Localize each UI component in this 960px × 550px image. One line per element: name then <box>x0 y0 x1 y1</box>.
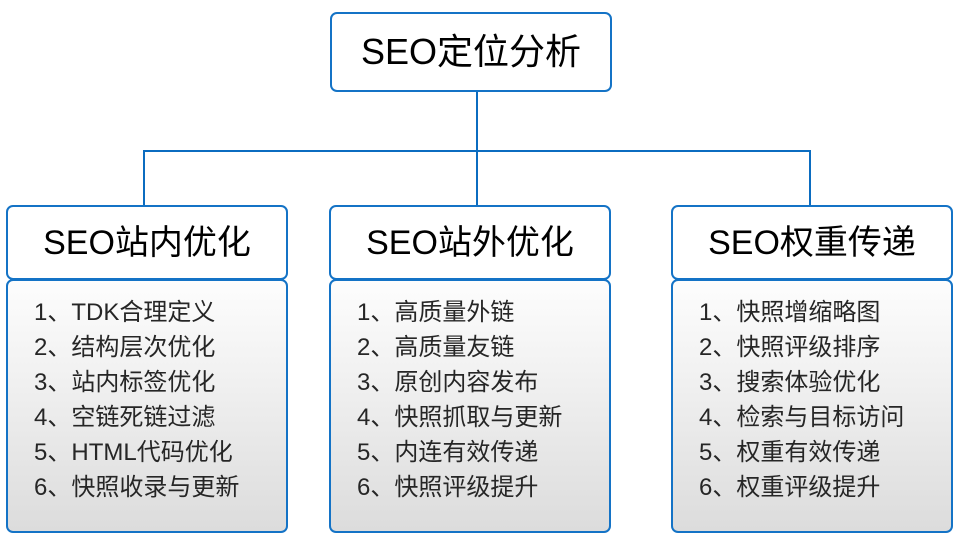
branch-item-list-3: 1、 快照增缩略图 2、 快照评级排序 3、 搜索体验优化 4、 检索与目标访问… <box>673 295 951 505</box>
branch-header-title-1: SEO站内优化 <box>43 223 251 262</box>
list-item-label: 权重评级提升 <box>736 474 881 501</box>
list-item-index: 2、 <box>699 334 737 361</box>
list-item-index: 1、 <box>699 299 737 326</box>
list-item-label: 快照增缩略图 <box>736 299 881 326</box>
list-item-index: 3、 <box>34 369 72 396</box>
list-item: 6、 权重评级提升 <box>699 470 951 505</box>
list-item-index: 5、 <box>34 439 72 466</box>
list-item-index: 1、 <box>34 299 72 326</box>
connector-branch-3-down <box>809 150 811 206</box>
list-item-index: 4、 <box>699 404 737 431</box>
list-item: 1、 快照增缩略图 <box>699 295 951 330</box>
list-item-label: 快照抓取与更新 <box>394 404 563 431</box>
list-item-label: 检索与目标访问 <box>736 404 905 431</box>
list-item-label: 快照评级提升 <box>394 474 539 501</box>
branch-header-title-2: SEO站外优化 <box>366 223 574 262</box>
list-item-index: 5、 <box>699 439 737 466</box>
list-item-label: 内连有效传递 <box>394 439 539 466</box>
list-item-index: 2、 <box>357 334 395 361</box>
branch-column-1: SEO站内优化 1、 TDK合理定义 2、 结构层次优化 3、 站内标签优化 4… <box>6 205 288 533</box>
list-item: 2、 快照评级排序 <box>699 330 951 365</box>
list-item: 3、 站内标签优化 <box>34 365 286 400</box>
branch-body-3: 1、 快照增缩略图 2、 快照评级排序 3、 搜索体验优化 4、 检索与目标访问… <box>671 279 953 533</box>
list-item-index: 5、 <box>357 439 395 466</box>
list-item-label: 搜索体验优化 <box>736 369 881 396</box>
root-node-title: SEO定位分析 <box>360 31 582 72</box>
list-item: 5、 内连有效传递 <box>357 435 609 470</box>
branch-header-1: SEO站内优化 <box>6 205 288 280</box>
list-item: 1、 高质量外链 <box>357 295 609 330</box>
list-item-label: 快照收录与更新 <box>71 474 240 501</box>
list-item-label: HTML代码优化 <box>71 439 233 466</box>
connector-root-down <box>476 92 478 151</box>
branch-column-2: SEO站外优化 1、 高质量外链 2、 高质量友链 3、 原创内容发布 4、 快 <box>329 205 611 533</box>
list-item-label: 原创内容发布 <box>394 369 539 396</box>
list-item: 1、 TDK合理定义 <box>34 295 286 330</box>
branch-header-2: SEO站外优化 <box>329 205 611 280</box>
list-item-index: 3、 <box>357 369 395 396</box>
list-item-label: 空链死链过滤 <box>71 404 216 431</box>
list-item-label: TDK合理定义 <box>71 299 216 326</box>
list-item-index: 1、 <box>357 299 395 326</box>
list-item-index: 4、 <box>34 404 72 431</box>
list-item-label: 高质量友链 <box>394 334 515 361</box>
branch-body-1: 1、 TDK合理定义 2、 结构层次优化 3、 站内标签优化 4、 空链死链过滤… <box>6 279 288 533</box>
branch-item-list-2: 1、 高质量外链 2、 高质量友链 3、 原创内容发布 4、 快照抓取与更新 5… <box>331 295 609 505</box>
branch-body-2: 1、 高质量外链 2、 高质量友链 3、 原创内容发布 4、 快照抓取与更新 5… <box>329 279 611 533</box>
branch-header-title-3: SEO权重传递 <box>708 223 916 262</box>
list-item-label: 站内标签优化 <box>71 369 216 396</box>
list-item-index: 6、 <box>34 474 72 501</box>
connector-branch-1-down <box>143 150 145 206</box>
list-item-label: 权重有效传递 <box>736 439 881 466</box>
list-item-label: 快照评级排序 <box>736 334 881 361</box>
list-item: 6、 快照收录与更新 <box>34 470 286 505</box>
list-item: 4、 检索与目标访问 <box>699 400 951 435</box>
root-node: SEO定位分析 <box>330 12 612 92</box>
list-item-label: 结构层次优化 <box>71 334 216 361</box>
list-item: 3、 搜索体验优化 <box>699 365 951 400</box>
list-item: 4、 快照抓取与更新 <box>357 400 609 435</box>
list-item-index: 4、 <box>357 404 395 431</box>
list-item-index: 6、 <box>357 474 395 501</box>
list-item: 2、 高质量友链 <box>357 330 609 365</box>
list-item: 5、 权重有效传递 <box>699 435 951 470</box>
list-item: 3、 原创内容发布 <box>357 365 609 400</box>
connector-branch-2-down <box>476 150 478 206</box>
branch-header-3: SEO权重传递 <box>671 205 953 280</box>
branch-column-3: SEO权重传递 1、 快照增缩略图 2、 快照评级排序 3、 搜索体验优化 4、 <box>671 205 953 533</box>
list-item-index: 6、 <box>699 474 737 501</box>
list-item-label: 高质量外链 <box>394 299 515 326</box>
list-item: 5、 HTML代码优化 <box>34 435 286 470</box>
list-item: 2、 结构层次优化 <box>34 330 286 365</box>
list-item: 6、 快照评级提升 <box>357 470 609 505</box>
list-item-index: 3、 <box>699 369 737 396</box>
branch-item-list-1: 1、 TDK合理定义 2、 结构层次优化 3、 站内标签优化 4、 空链死链过滤… <box>8 295 286 505</box>
list-item: 4、 空链死链过滤 <box>34 400 286 435</box>
list-item-index: 2、 <box>34 334 72 361</box>
